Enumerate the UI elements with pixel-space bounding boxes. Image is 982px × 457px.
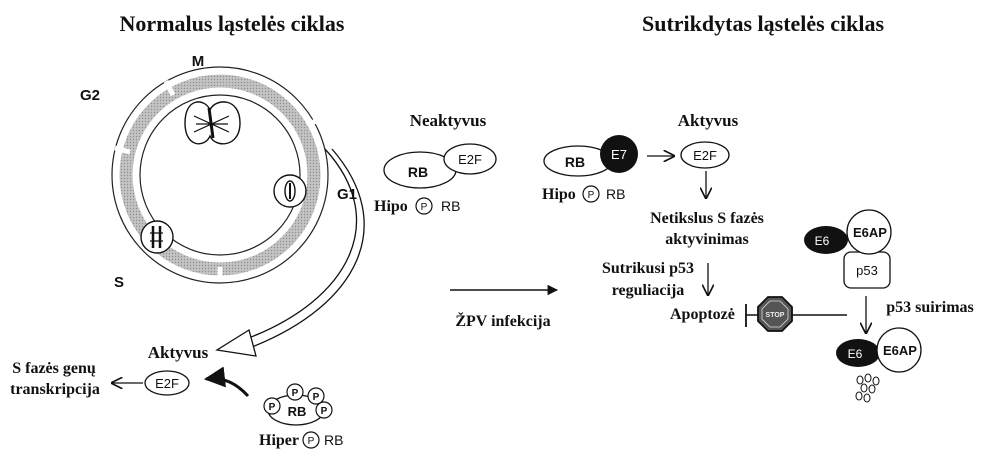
phosphate-1: P xyxy=(269,402,276,413)
p53-label: p53 xyxy=(856,263,878,278)
cell-cycle-ring xyxy=(112,67,328,283)
mitosis-cell-drawing xyxy=(185,102,240,144)
inactive-rb-label: RB xyxy=(408,164,428,180)
e6ap-label: E6AP xyxy=(853,225,887,240)
degraded-p53-fragments xyxy=(856,374,879,402)
phase-m-label: M xyxy=(192,53,205,70)
disrupted-active-label: Aktyvus xyxy=(678,111,739,130)
e6-label-b: E6 xyxy=(848,347,863,361)
normal-active-label: Aktyvus xyxy=(148,343,209,362)
middle-hypo-label: Hipo xyxy=(374,198,408,215)
phosphate-3: P xyxy=(313,392,320,403)
s-phase-line2: aktyvinimas xyxy=(665,231,749,248)
apoptosis-label: Apoptozė xyxy=(670,306,735,323)
hyper-rb-label: RB xyxy=(288,404,307,419)
stop-sign-label: STOP xyxy=(766,312,785,319)
middle-hypo-rb-text: RB xyxy=(441,198,460,214)
hyperphosphorylated-rb: RB P P P P xyxy=(264,384,332,425)
disrupted-hypo-label: Hipo xyxy=(542,186,576,203)
disrupted-rb-label: RB xyxy=(565,154,585,170)
e6-label: E6 xyxy=(815,234,830,248)
g1-cell-drawing xyxy=(274,175,306,207)
inactive-e2f-label: E2F xyxy=(458,152,482,167)
e6ap-label-b: E6AP xyxy=(883,343,917,358)
p53-degradation-label: p53 suirimas xyxy=(886,299,974,316)
middle-hypo-p-label: P xyxy=(421,202,428,213)
hyper-rb-text: RB xyxy=(324,432,343,448)
normal-e2f-label: E2F xyxy=(155,376,179,391)
p53-reg-line2: reguliacija xyxy=(612,282,685,299)
hyper-p-label: P xyxy=(308,436,315,447)
disrupted-cycle-title: Sutrikdytas ląstelės ciklas xyxy=(642,11,884,36)
s-phase-line1: Netikslus S fazės xyxy=(650,210,764,227)
phosphate-4: P xyxy=(321,406,328,417)
s-phase-cell-drawing xyxy=(141,221,173,253)
stop-sign-icon: STOP xyxy=(758,297,792,331)
p53-reg-line1: Sutrikusi p53 xyxy=(602,260,694,277)
hyper-label: Hiper xyxy=(259,432,299,449)
s-genes-line1: S fazės genų xyxy=(12,360,96,377)
disrupted-hypo-p-label: P xyxy=(588,190,595,201)
inactive-label: Neaktyvus xyxy=(410,111,487,130)
free-e2f-label: E2F xyxy=(693,148,717,163)
phase-s-label: S xyxy=(114,274,124,291)
e7-label: E7 xyxy=(611,147,627,162)
phosphate-2: P xyxy=(292,388,299,399)
rb-release-curved-arrow xyxy=(206,379,248,396)
disrupted-hypo-rb-text: RB xyxy=(606,186,625,202)
s-genes-line2: transkripcija xyxy=(10,381,100,398)
hpv-infection-label: ŽPV infekcija xyxy=(455,311,550,330)
normal-cycle-title: Normalus ląstelės ciklas xyxy=(120,11,345,36)
phase-g2-label: G2 xyxy=(80,87,100,104)
